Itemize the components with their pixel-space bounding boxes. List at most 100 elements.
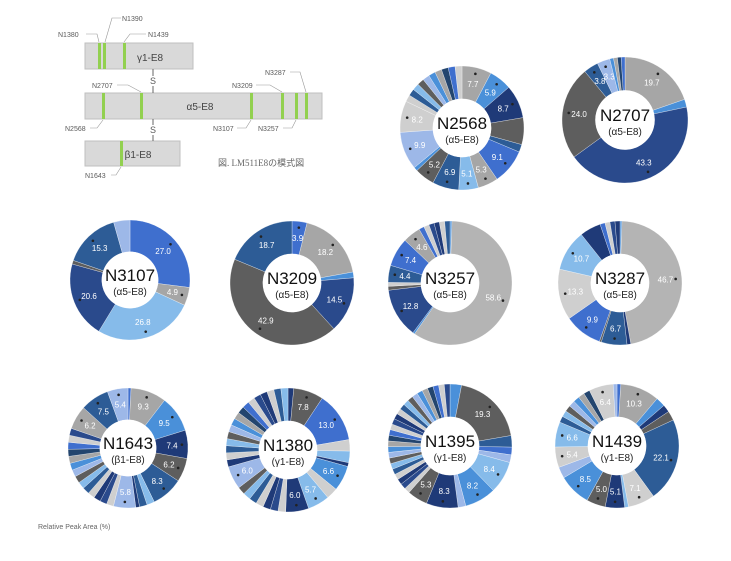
glycosite-bar: [103, 43, 106, 69]
leader-dot: [501, 299, 505, 302]
slice-value-label: 22.1: [653, 453, 669, 462]
chain-id: (γ1-E8): [272, 457, 305, 468]
site-label-n3257: N3257: [258, 126, 279, 133]
leader-dot: [305, 396, 308, 399]
slice-value-label: 5.9: [485, 88, 497, 97]
donut-hole: [420, 253, 480, 313]
leader-dot: [601, 390, 604, 394]
leader-dot: [584, 326, 588, 329]
slice-value-label: 5.1: [461, 169, 473, 178]
leader-dot: [560, 454, 564, 458]
slice-value-label: 6.4: [600, 398, 612, 407]
slice-value-label: 6.2: [163, 460, 175, 469]
donut-hole: [99, 419, 157, 477]
donut-hole: [420, 416, 480, 476]
leader-dot: [445, 180, 449, 184]
donut-slice: [620, 220, 683, 345]
leader-dot: [496, 473, 500, 476]
glycosite-bar: [250, 93, 253, 119]
leader-dot: [669, 458, 673, 462]
slice-value-label: 5.4: [567, 450, 579, 459]
slice-value-label: 20.6: [81, 292, 97, 301]
leader-dot: [593, 71, 596, 74]
slice-value-label: 13.3: [567, 288, 583, 297]
slice-value-label: 6.0: [289, 491, 301, 500]
leader-dot: [466, 182, 470, 185]
leader-dot: [576, 484, 580, 488]
chain-id: (α5-E8): [275, 290, 309, 301]
leader-dot: [145, 396, 148, 399]
site-id: N1395: [425, 432, 475, 451]
leader-dot: [91, 239, 95, 243]
slice-value-label: 7.4: [405, 256, 417, 265]
slice-value-label: 8.3: [439, 487, 451, 496]
slice-value-label: 12.8: [403, 302, 419, 311]
slice-value-label: 7.8: [298, 403, 310, 412]
slice-value-label: 10.7: [574, 255, 590, 264]
chain-id: (α5-E8): [608, 127, 642, 138]
leader-dot: [236, 473, 240, 477]
leader-dot: [563, 292, 567, 295]
glycosite-bar: [102, 93, 105, 119]
glycosite-bar: [120, 141, 123, 166]
leader-dot: [408, 147, 412, 151]
leader-dot: [180, 443, 184, 446]
site-label-n3287: N3287: [265, 70, 286, 77]
donut-hole: [101, 251, 159, 309]
leader-dot: [331, 243, 335, 247]
leader-dot: [78, 298, 82, 302]
chain-id: (β1-E8): [111, 455, 145, 466]
glycosite-bar: [140, 93, 143, 119]
slice-value-label: 26.8: [135, 318, 151, 327]
slice-value-label: 4.4: [399, 272, 411, 281]
leader-dot: [169, 242, 172, 246]
slice-value-label: 5.1: [610, 488, 622, 497]
leader-dot: [476, 493, 479, 496]
leader-dot: [123, 500, 127, 504]
slice-value-label: 9.1: [492, 153, 504, 162]
site-label-n1390: N1390: [122, 16, 143, 23]
slice-value-label: 8.7: [498, 105, 510, 114]
slice-value-label: 6.6: [567, 433, 579, 442]
disulfide-label: S: [150, 76, 156, 86]
slice-value-label: 4.6: [416, 243, 428, 252]
slice-value-label: 5.0: [596, 485, 608, 494]
leader-dot: [656, 72, 660, 76]
chain-id: (α5-E8): [113, 287, 147, 298]
leader-dot: [400, 253, 403, 257]
leader-dot: [637, 495, 641, 499]
leader-dot: [441, 500, 445, 503]
slice-value-label: 9.3: [138, 403, 150, 412]
slice-value-label: 4.9: [167, 288, 179, 297]
leader-dot: [258, 327, 262, 330]
site-label-n1380: N1380: [58, 32, 79, 39]
leader-dot: [170, 415, 174, 419]
glycosite-bar: [305, 93, 308, 119]
slice-value-label: 5.3: [476, 165, 488, 174]
leader-dot: [567, 111, 571, 115]
slice-value-label: 58.6: [485, 293, 501, 302]
site-id: N1643: [103, 434, 153, 453]
beta-chain-box: [84, 140, 181, 167]
slice-value-label: 6.2: [84, 422, 96, 431]
site-id: N3287: [595, 269, 645, 288]
leader-dot: [144, 330, 148, 333]
beta-chain-label: β1-E8: [125, 150, 152, 161]
leader-dot: [297, 226, 301, 229]
site-label-n1439: N1439: [148, 32, 169, 39]
glycosite-bar: [98, 43, 101, 69]
leader-dot: [636, 392, 640, 396]
leader-dot: [426, 171, 430, 174]
leader-dot: [474, 72, 477, 76]
slice-value-label: 5.8: [120, 488, 132, 497]
slice-value-label: 8.3: [152, 477, 164, 486]
slice-value-label: 7.4: [166, 441, 178, 450]
gamma-chain-label: γ1-E8: [137, 53, 164, 64]
site-label-n1643: N1643: [85, 173, 106, 180]
